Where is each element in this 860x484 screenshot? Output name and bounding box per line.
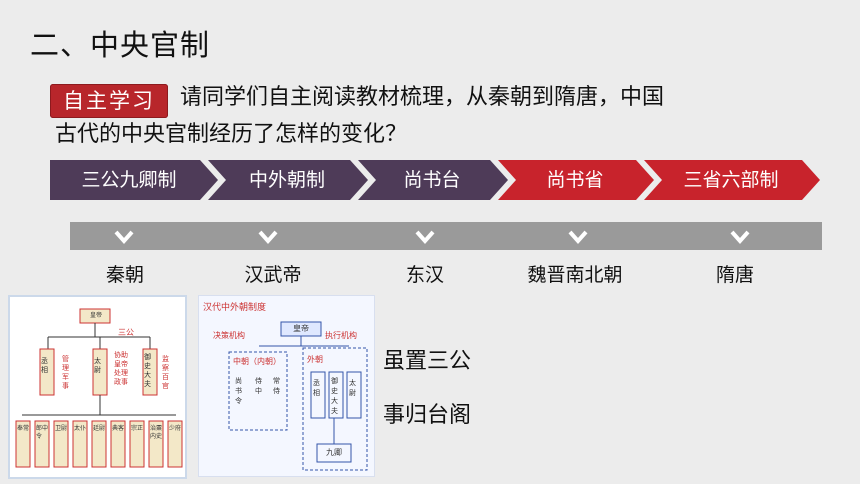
question-line-1: 请同学们自主阅读教材梳理，从秦朝到隋唐，中国 bbox=[180, 85, 665, 110]
stage-shape-3 bbox=[358, 160, 508, 200]
stage-label-5: 三省六部制 bbox=[683, 169, 779, 191]
timeline-track bbox=[70, 222, 822, 250]
sangong-jiuqing-diagram: 皇帝 三公 丞相 太尉 御史大夫 管理军事 协助皇帝处理政事 监察百官 奉常 郎… bbox=[8, 295, 187, 479]
question-line-2: 古代的中央官制经历了怎样的变化？ bbox=[55, 122, 408, 147]
jiuqing-item-2: 郎中令 bbox=[36, 425, 49, 440]
note-line-1: 虽置三公 bbox=[383, 349, 472, 374]
diagram2-emperor: 皇帝 bbox=[293, 324, 309, 333]
decision-label: 决策机构 bbox=[213, 331, 245, 340]
sangong-item-3: 御史大夫 bbox=[144, 353, 151, 388]
stage-label-4: 尚书省 bbox=[546, 169, 604, 191]
sangong-desc-3: 监察百官 bbox=[162, 355, 169, 390]
note-line-2: 事归台阁 bbox=[383, 403, 472, 428]
chevron-down-icon bbox=[730, 230, 750, 245]
stage-shape-1 bbox=[50, 160, 218, 200]
sangong-item-1: 丞相 bbox=[41, 357, 48, 374]
outer-item-2: 御史大夫 bbox=[331, 377, 338, 415]
stage-label-3: 尚书台 bbox=[403, 169, 461, 191]
jiuqing-item-7: 宗正 bbox=[131, 425, 144, 432]
jiuqing-item-8: 治粟内史 bbox=[150, 425, 163, 440]
jiuqing-item-3: 卫尉 bbox=[55, 425, 68, 432]
diagram2-title: 汉代中外朝制度 bbox=[203, 303, 267, 313]
emperor-box: 皇帝 bbox=[89, 312, 102, 319]
stage-label-2: 中外朝制 bbox=[248, 169, 325, 191]
self-study-stamp: 自主学习 bbox=[50, 84, 168, 118]
section-heading: 二、中央官制 bbox=[30, 28, 211, 62]
stage-shape-2 bbox=[208, 160, 368, 200]
sangong-desc-1: 管理军事 bbox=[62, 355, 69, 390]
jiuqing-item-1: 奉常 bbox=[17, 425, 30, 432]
outer-item-1: 丞相 bbox=[313, 379, 320, 397]
sangong-desc-2: 协助皇帝处理政事 bbox=[114, 351, 128, 386]
execution-label: 执行机构 bbox=[325, 331, 357, 340]
stage-shape-4 bbox=[498, 160, 654, 200]
stage-bar: 三公九卿制 中外朝制 尚书台 尚书省 三省六部制 bbox=[50, 160, 830, 200]
inner-court-label: 中朝（内朝） bbox=[233, 357, 281, 366]
chevron-down-icon bbox=[258, 230, 278, 245]
sangong-label: 三公 bbox=[118, 328, 134, 337]
outer-item-3: 太尉 bbox=[349, 379, 356, 397]
inner-item-2: 侍中 bbox=[255, 377, 262, 395]
sangong-item-2: 太尉 bbox=[94, 357, 101, 374]
era-label-wei-jin: 魏晋南北朝 bbox=[527, 264, 623, 286]
zhongwaichao-diagram: 汉代中外朝制度 皇帝 决策机构 执行机构 中朝（内朝） 外朝 尚书令 侍中 常侍… bbox=[198, 295, 375, 477]
era-label-han-wudi: 汉武帝 bbox=[244, 264, 302, 286]
inner-item-3: 常侍 bbox=[273, 377, 280, 395]
inner-item-1: 尚书令 bbox=[235, 377, 242, 405]
jiuqing-item-4: 太仆 bbox=[74, 425, 87, 432]
jiuqing-item-5: 廷尉 bbox=[93, 425, 106, 432]
chevron-down-icon bbox=[415, 230, 435, 245]
jiuqing-item-9: 少府 bbox=[169, 425, 182, 432]
chevron-down-icon bbox=[568, 230, 588, 245]
stage-shape-5 bbox=[644, 160, 820, 200]
era-label-east-han: 东汉 bbox=[405, 264, 444, 286]
jiuqing-item-6: 典客 bbox=[112, 425, 125, 432]
stage-label-1: 三公九卿制 bbox=[81, 169, 177, 191]
era-label-sui-tang: 隋唐 bbox=[715, 264, 754, 286]
chevron-down-icon bbox=[114, 230, 134, 245]
era-label-qin: 秦朝 bbox=[105, 264, 144, 286]
jiuqing-box: 九卿 bbox=[326, 448, 342, 457]
outer-court-label: 外朝 bbox=[307, 355, 323, 364]
